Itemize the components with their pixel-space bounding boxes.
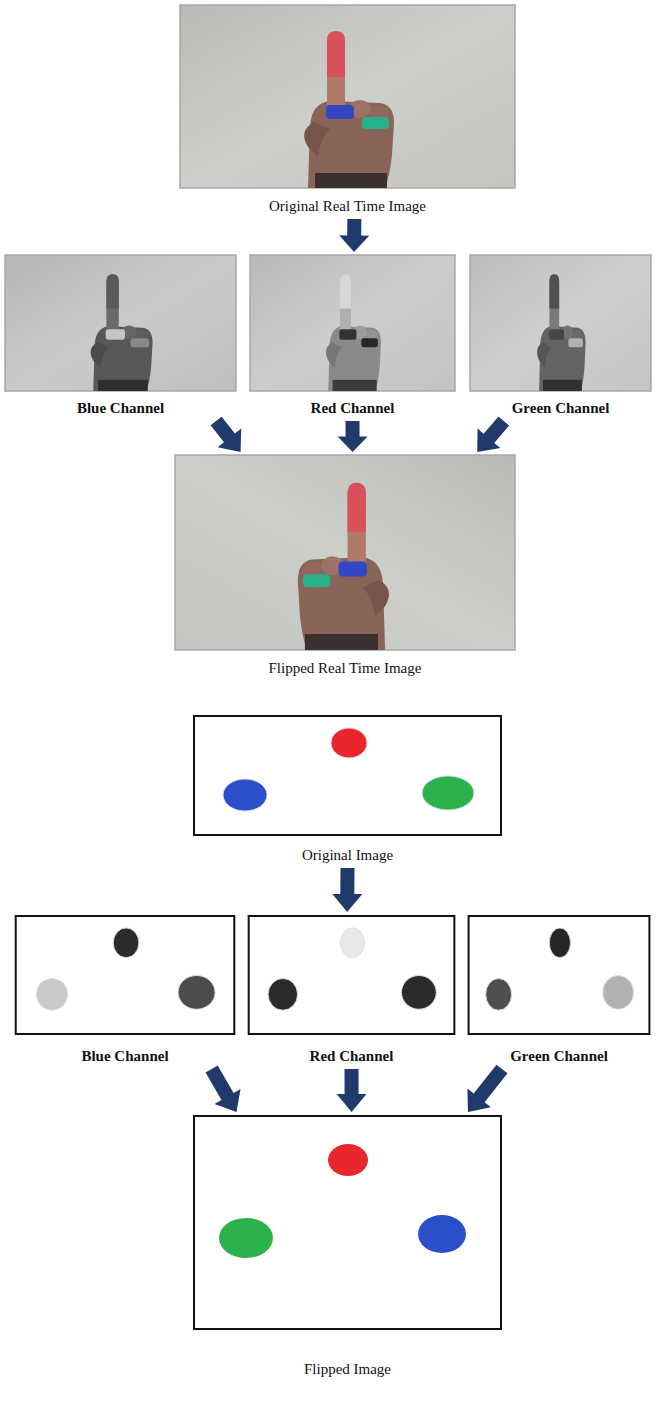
green-channel-photo bbox=[470, 255, 651, 391]
image-node: Red Channel bbox=[244, 915, 459, 1065]
red-channel-photo bbox=[250, 255, 455, 391]
original-dots-image bbox=[194, 716, 501, 835]
image-area bbox=[1, 255, 240, 391]
block-arrow bbox=[467, 1065, 507, 1112]
blue-channel-photo bbox=[5, 255, 236, 391]
green-dot bbox=[219, 1218, 273, 1258]
block-arrow bbox=[332, 868, 362, 912]
blue-channel-image bbox=[16, 916, 235, 1034]
red-channel-image bbox=[249, 916, 455, 1034]
image-frame bbox=[194, 1116, 501, 1329]
image-node: Red Channel bbox=[246, 255, 459, 417]
image-area bbox=[189, 715, 506, 836]
image-node: Flipped Real Time Image bbox=[171, 455, 519, 677]
block-arrow bbox=[338, 421, 368, 452]
image-area bbox=[466, 255, 655, 391]
block-arrow bbox=[339, 219, 369, 252]
image-caption: Blue Channel bbox=[11, 1047, 239, 1065]
image-node: Original Image bbox=[189, 715, 506, 864]
image-caption: Flipped Image bbox=[189, 1360, 506, 1378]
image-caption: Red Channel bbox=[246, 399, 459, 417]
image-caption: Blue Channel bbox=[1, 399, 240, 417]
flipped-dots-image bbox=[194, 1116, 501, 1329]
original-photo bbox=[180, 5, 515, 188]
green-channel-image bbox=[469, 916, 650, 1034]
block-arrow bbox=[477, 416, 509, 452]
image-caption: Red Channel bbox=[244, 1047, 459, 1065]
image-caption: Original Image bbox=[189, 846, 506, 864]
image-area bbox=[246, 255, 459, 391]
image-area bbox=[244, 915, 459, 1035]
image-node: Flipped Image bbox=[189, 1115, 506, 1378]
image-caption: Green Channel bbox=[466, 399, 655, 417]
image-area bbox=[11, 915, 239, 1035]
image-area bbox=[176, 5, 519, 188]
image-caption: Flipped Real Time Image bbox=[171, 659, 519, 677]
block-arrow bbox=[337, 1069, 367, 1112]
image-caption: Green Channel bbox=[464, 1047, 654, 1065]
image-node: Blue Channel bbox=[1, 255, 240, 417]
flipped-photo bbox=[175, 455, 515, 650]
image-area bbox=[171, 455, 519, 650]
blue-dot bbox=[418, 1215, 466, 1253]
image-caption: Original Real Time Image bbox=[176, 197, 519, 215]
image-area bbox=[464, 915, 654, 1035]
image-node: Green Channel bbox=[464, 915, 654, 1065]
image-node: Original Real Time Image bbox=[176, 5, 519, 215]
red-dot bbox=[328, 1144, 368, 1176]
image-node: Blue Channel bbox=[11, 915, 239, 1065]
block-arrow bbox=[206, 1065, 241, 1112]
block-arrow bbox=[211, 417, 242, 452]
image-area bbox=[189, 1115, 506, 1330]
image-node: Green Channel bbox=[466, 255, 655, 417]
